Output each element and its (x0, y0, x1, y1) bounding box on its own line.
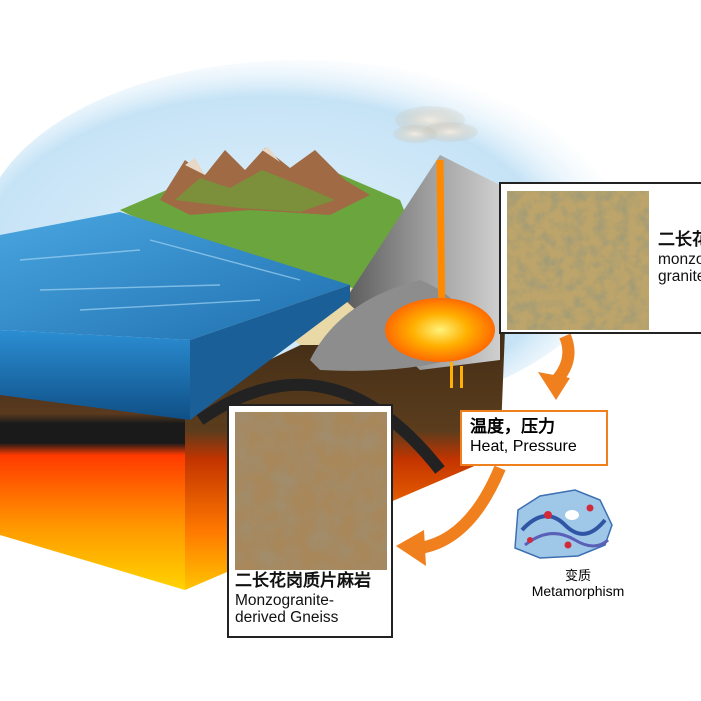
magma-chamber (385, 298, 495, 362)
flow-arrow-down (538, 333, 575, 400)
source-rock-name-en-2: granite (658, 268, 701, 286)
process-label-en: Heat, Pressure (470, 437, 577, 455)
source-rock-name-en-1: monzo- (658, 250, 701, 268)
process-label-zh: 温度，压力 (470, 417, 555, 437)
result-rock-name-en-1: Monzogranite- (235, 591, 335, 609)
result-rock-card: 二长花岗质片麻岩 Monzogranite- derived Gneiss (227, 404, 393, 638)
mountain-range (160, 147, 370, 215)
monzogranite-texture (507, 191, 649, 330)
source-rock-label: 二长花岗岩 monzo- granite (658, 230, 701, 286)
metamorphism-label-en: Metamorphism (531, 583, 625, 600)
volcano (310, 155, 500, 388)
metamorphic-rock-icon (514, 489, 613, 559)
gneiss-texture (235, 412, 387, 570)
process-label-box: 温度，压力 Heat, Pressure (460, 410, 608, 466)
ocean (0, 212, 350, 420)
subduction-arc (196, 378, 445, 474)
result-rock-name-en-2: derived Gneiss (235, 609, 339, 627)
source-rock-card: 二长花岗岩 monzo- granite (499, 182, 701, 334)
result-rock-label: 二长花岗质片麻岩 Monzogranite- derived Gneiss (235, 571, 371, 627)
result-rock-name-zh: 二长花岗质片麻岩 (235, 571, 371, 591)
source-rock-name-zh: 二长花岗岩 (658, 230, 701, 250)
metamorphism-caption: 变质 Metamorphism (504, 569, 652, 600)
volcanic-smoke (393, 106, 478, 143)
metamorphism-label-zh: 变质 (564, 569, 591, 584)
flow-arrow-to-gneiss (396, 465, 506, 566)
